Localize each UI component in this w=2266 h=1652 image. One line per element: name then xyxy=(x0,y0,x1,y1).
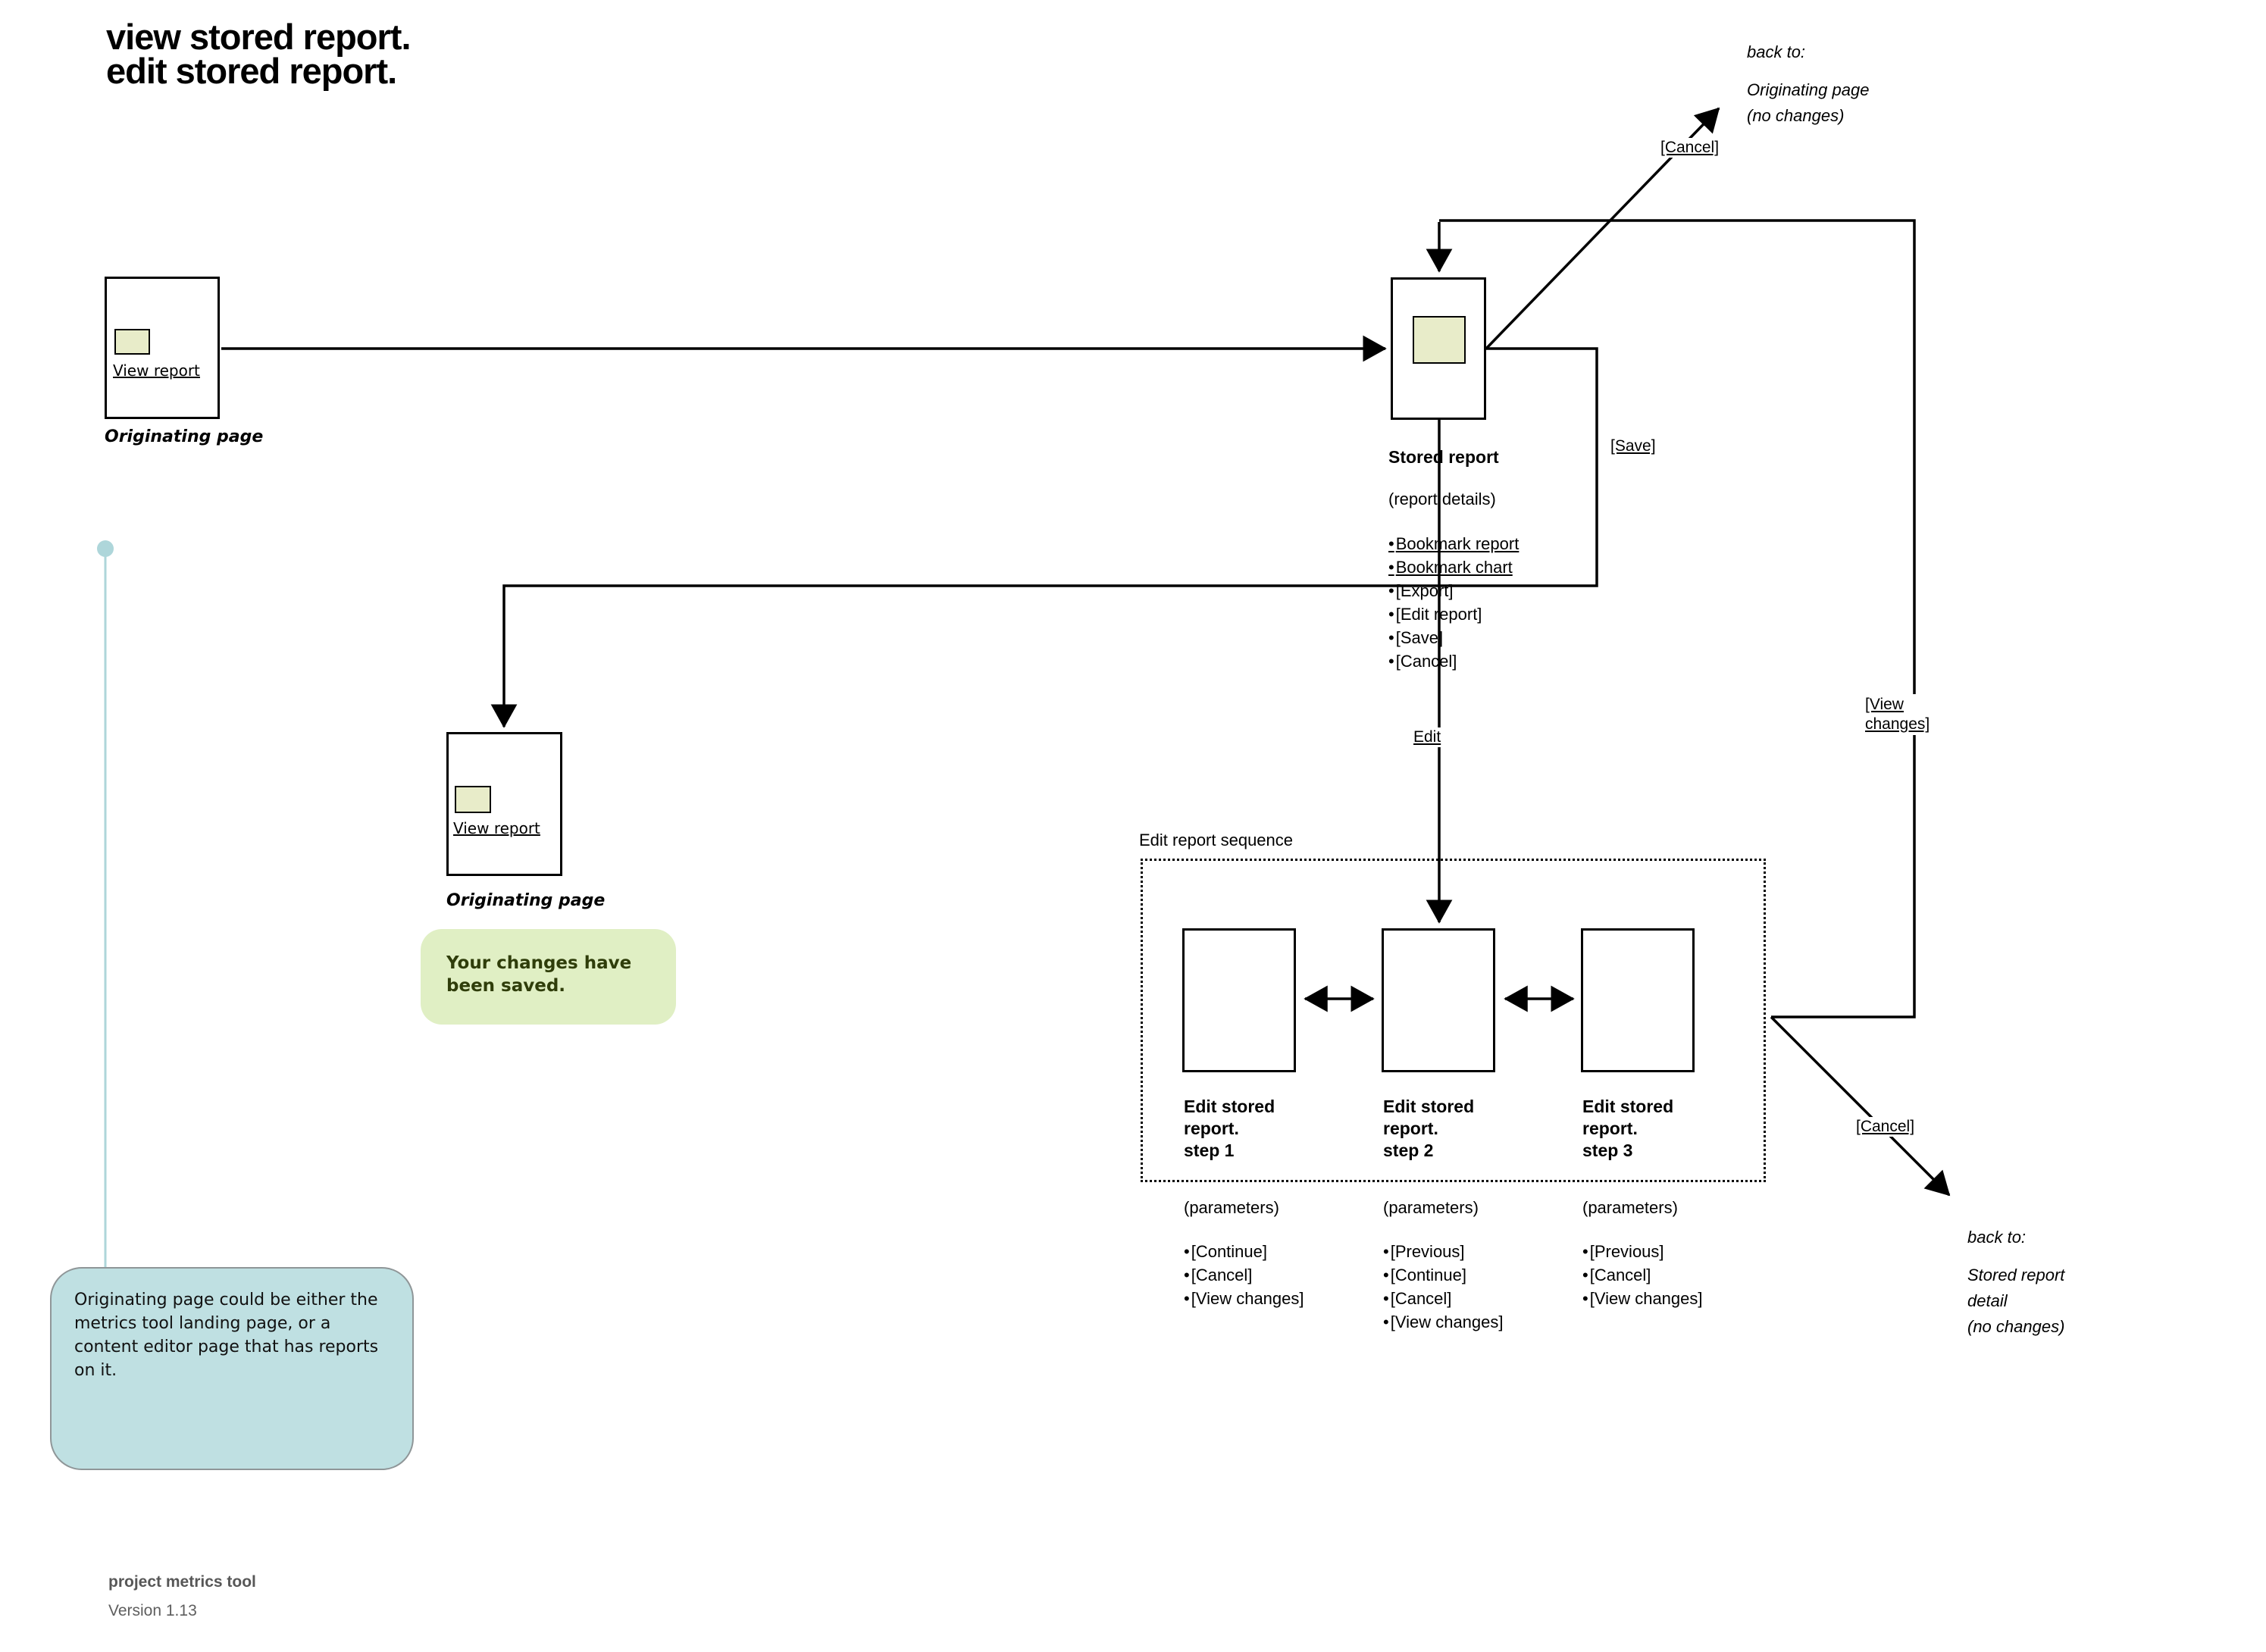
edit-step3-title-line3: step 3 xyxy=(1582,1140,1633,1160)
view-changes-link-line2[interactable]: changes] xyxy=(1865,715,1930,733)
view-changes-link-line1[interactable]: [View xyxy=(1865,696,1904,713)
connector-save-viewchanges-loop xyxy=(1439,219,1916,1018)
stored-report-actions-list: Bookmark report Bookmark chart [Export] … xyxy=(1388,532,1520,673)
edit-step1-title-line3: step 1 xyxy=(1184,1140,1235,1160)
save-action-label: [Save] xyxy=(1388,626,1519,649)
edit-report-action-label: [Edit report] xyxy=(1388,602,1519,626)
view-report-link[interactable]: View report xyxy=(113,361,200,380)
edit-sequence-group-box xyxy=(1141,859,1766,1182)
back-to-destination: Originating page xyxy=(1747,80,1870,99)
step1-continue-label: [Continue] xyxy=(1184,1240,1304,1263)
view-changes-link[interactable]: [View changes] xyxy=(1863,694,1933,735)
step1-view-changes-label: [View changes] xyxy=(1184,1287,1304,1310)
step2-actions-list: [Previous] [Continue] [Cancel] [View cha… xyxy=(1383,1240,1504,1334)
bookmark-report-link[interactable]: Bookmark report xyxy=(1388,532,1520,555)
originating-page-box: View report xyxy=(105,277,220,419)
originating-page-saved-box: View report xyxy=(446,732,562,876)
bookmark-chart-link[interactable]: Bookmark chart xyxy=(1388,555,1519,579)
edit-step3-title-line2: report. xyxy=(1582,1119,1638,1138)
back-to-stored-line1: Stored report xyxy=(1967,1266,2065,1284)
edit-step1-title-line2: report. xyxy=(1184,1119,1239,1138)
back-to-stored-line3: (no changes) xyxy=(1967,1317,2065,1336)
step3-actions-list: [Previous] [Cancel] [View changes] xyxy=(1582,1240,1703,1310)
step1-actions-list: [Continue] [Cancel] [View changes] xyxy=(1184,1240,1304,1310)
back-to-prefix: back to: xyxy=(1747,42,1806,61)
stored-report-details-note: (report details) xyxy=(1388,490,1496,508)
edit-step2-title-line1: Edit stored xyxy=(1383,1097,1475,1116)
edit-step1-title: Edit stored report. step 1 xyxy=(1184,1096,1275,1162)
edit-step3-box xyxy=(1581,928,1695,1072)
step2-cancel-label: [Cancel] xyxy=(1383,1287,1504,1310)
edit-step1-title-line1: Edit stored xyxy=(1184,1097,1275,1116)
edit-step3-title-line1: Edit stored xyxy=(1582,1097,1674,1116)
note-anchor-dot xyxy=(97,540,114,557)
edit-step2-title-line3: step 2 xyxy=(1383,1140,1434,1160)
view-report-link[interactable]: View report xyxy=(453,819,540,837)
cancel-top-link[interactable]: [Cancel] xyxy=(1658,138,1722,158)
edit-transition-link[interactable]: Edit xyxy=(1411,727,1444,747)
edit-step3-title: Edit stored report. step 3 xyxy=(1582,1096,1673,1162)
originating-page-saved-caption: Originating page xyxy=(446,891,606,910)
edit-step2-box xyxy=(1382,928,1495,1072)
arrow-cancel-to-stored-detail xyxy=(1770,1015,1951,1197)
cancel-action-label: [Cancel] xyxy=(1388,649,1519,673)
step3-params-note: (parameters) xyxy=(1582,1198,1678,1217)
originating-page-caption: Originating page xyxy=(105,427,264,446)
cancel-bottom-link[interactable]: [Cancel] xyxy=(1854,1117,1917,1137)
step1-cancel-label: [Cancel] xyxy=(1184,1263,1304,1287)
step1-params-note: (parameters) xyxy=(1184,1198,1279,1217)
step2-params-note: (parameters) xyxy=(1383,1198,1479,1217)
app-name: project metrics tool xyxy=(108,1573,256,1591)
back-to-no-changes: (no changes) xyxy=(1747,106,1845,125)
back-to-stored-prefix: back to: xyxy=(1967,1228,2027,1247)
report-thumbnail-icon xyxy=(455,786,491,813)
arrow-save-to-originating-saved xyxy=(490,347,1598,728)
edit-step2-title-line2: report. xyxy=(1383,1119,1438,1138)
annotation-callout: Originating page could be either the met… xyxy=(50,1267,414,1470)
export-action-label: [Export] xyxy=(1388,579,1519,602)
step3-previous-label: [Previous] xyxy=(1582,1240,1703,1263)
changes-saved-toast: Your changes have been saved. xyxy=(421,929,676,1025)
back-to-stored-note: back to: Stored report detail (no change… xyxy=(1967,1225,2064,1340)
edit-step1-box xyxy=(1182,928,1296,1072)
save-transition-link[interactable]: [Save] xyxy=(1608,436,1658,456)
step2-view-changes-label: [View changes] xyxy=(1383,1310,1504,1334)
edit-sequence-caption: Edit report sequence xyxy=(1139,831,1294,849)
app-version: Version 1.13 xyxy=(108,1602,197,1619)
stored-report-heading: Stored report xyxy=(1388,447,1499,467)
page-title: view stored report. edit stored report. xyxy=(106,17,411,91)
step3-view-changes-label: [View changes] xyxy=(1582,1287,1703,1310)
page-title-line2: edit stored report. xyxy=(106,51,397,91)
page-title-line1: view stored report. xyxy=(106,17,411,57)
back-to-stored-line2: detail xyxy=(1967,1291,2008,1310)
step3-cancel-label: [Cancel] xyxy=(1582,1263,1703,1287)
step2-previous-label: [Previous] xyxy=(1383,1240,1504,1263)
step2-continue-label: [Continue] xyxy=(1383,1263,1504,1287)
report-thumbnail-icon xyxy=(114,329,150,355)
back-to-originating-note: back to: Originating page (no changes) xyxy=(1747,39,1869,129)
stored-report-box xyxy=(1391,277,1486,420)
edit-step2-title: Edit stored report. step 2 xyxy=(1383,1096,1474,1162)
report-chart-thumbnail-icon xyxy=(1413,316,1466,364)
